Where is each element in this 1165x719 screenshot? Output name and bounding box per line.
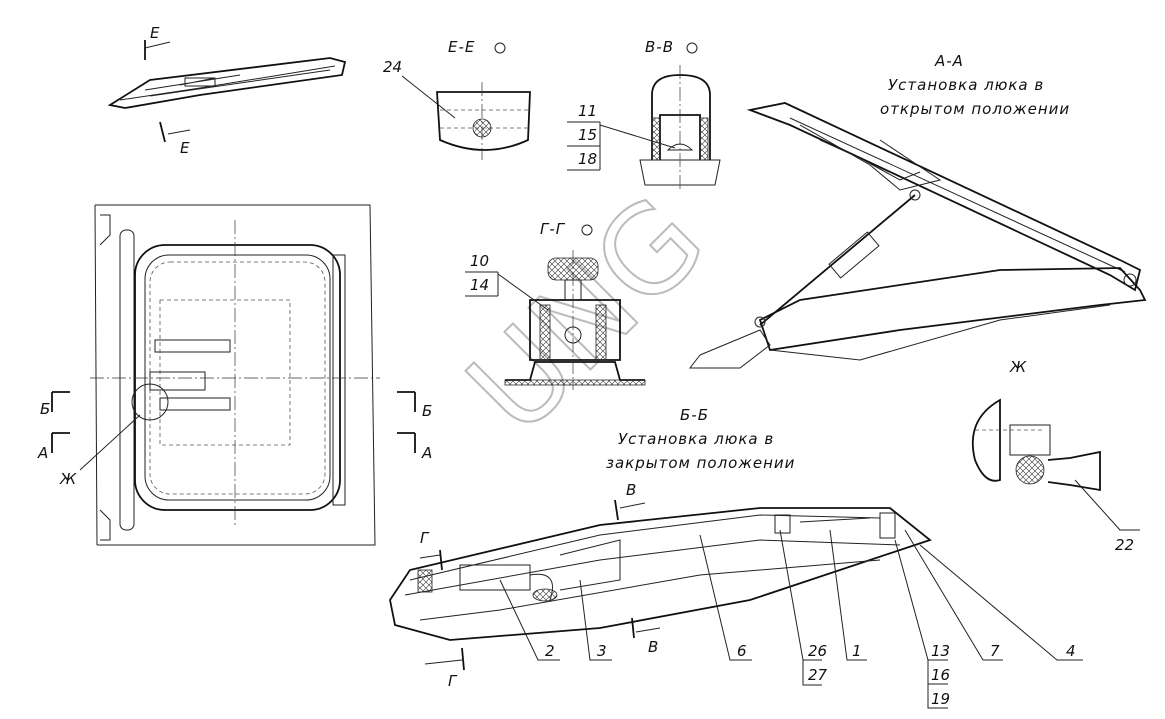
section-a-a-subtitle-2: открытом положении — [880, 100, 1070, 118]
callout-19: 19 — [931, 690, 950, 708]
callout-26: 26 — [808, 642, 827, 660]
section-b-b-closed: В Г В Г 2 3 6 26 27 1 13 16 19 7 4 — [389, 481, 1083, 709]
rotation-icon — [686, 42, 698, 54]
callout-16: 16 — [931, 666, 950, 684]
callout-27: 27 — [808, 666, 828, 684]
section-v-v-title: В-В — [645, 38, 674, 56]
section-marker-a-right: А — [421, 444, 432, 462]
callouts: 2 3 6 26 27 1 13 16 19 7 4 — [499, 529, 1083, 709]
callout-18: 18 — [578, 150, 597, 168]
callout-10: 10 — [470, 252, 489, 270]
callout-14: 14 — [470, 276, 489, 294]
section-marker-e-top: Е — [150, 24, 160, 42]
section-marker-v-top: В — [626, 481, 636, 499]
callout-7: 7 — [990, 642, 1000, 660]
callout-22: 22 — [1115, 536, 1134, 554]
plan-view: Ж Б А Б А — [37, 204, 432, 546]
section-marker-v-bottom: В — [648, 638, 658, 656]
section-marker-e-bottom: Е — [180, 139, 190, 157]
section-g-g: Г-Г 10 14 — [465, 220, 646, 390]
detail-marker-zh: Ж — [59, 470, 77, 488]
callout-15: 15 — [578, 126, 597, 144]
section-g-g-title: Г-Г — [540, 220, 566, 238]
callout-24: 24 — [383, 58, 402, 76]
callout-13: 13 — [931, 642, 950, 660]
section-e-e-title: Е-Е — [448, 38, 475, 56]
section-marker-g-top: Г — [420, 529, 430, 547]
callout-1: 1 — [852, 642, 862, 660]
detail-zh: Ж 22 — [971, 358, 1140, 554]
section-a-a-open: А-А Установка люка в открытом положении — [688, 52, 1147, 369]
section-b-b-subtitle-2: закрытом положении — [606, 454, 795, 472]
callout-11: 11 — [578, 102, 597, 120]
detail-zh-title: Ж — [1009, 358, 1027, 376]
section-a-a-subtitle-1: Установка люка в — [888, 76, 1044, 94]
section-b-b-subtitle-1: Установка люка в — [618, 430, 774, 448]
section-e-e: Е-Е 24 — [383, 38, 531, 160]
section-marker-a-left: А — [37, 444, 48, 462]
section-marker-g-bottom: Г — [448, 672, 458, 690]
section-b-b-title: Б-Б — [680, 406, 709, 424]
section-v-v: В-В 11 15 18 — [567, 38, 721, 190]
callout-3: 3 — [597, 642, 607, 660]
section-a-a-title: А-А — [934, 52, 964, 70]
callout-6: 6 — [737, 642, 747, 660]
callout-2: 2 — [545, 642, 555, 660]
side-view-small: Е Е — [107, 24, 347, 157]
section-marker-b-right: Б — [422, 402, 432, 420]
callout-4: 4 — [1066, 642, 1076, 660]
rotation-icon — [494, 42, 506, 54]
section-marker-b-left: Б — [40, 400, 50, 418]
rotation-icon — [581, 224, 593, 236]
